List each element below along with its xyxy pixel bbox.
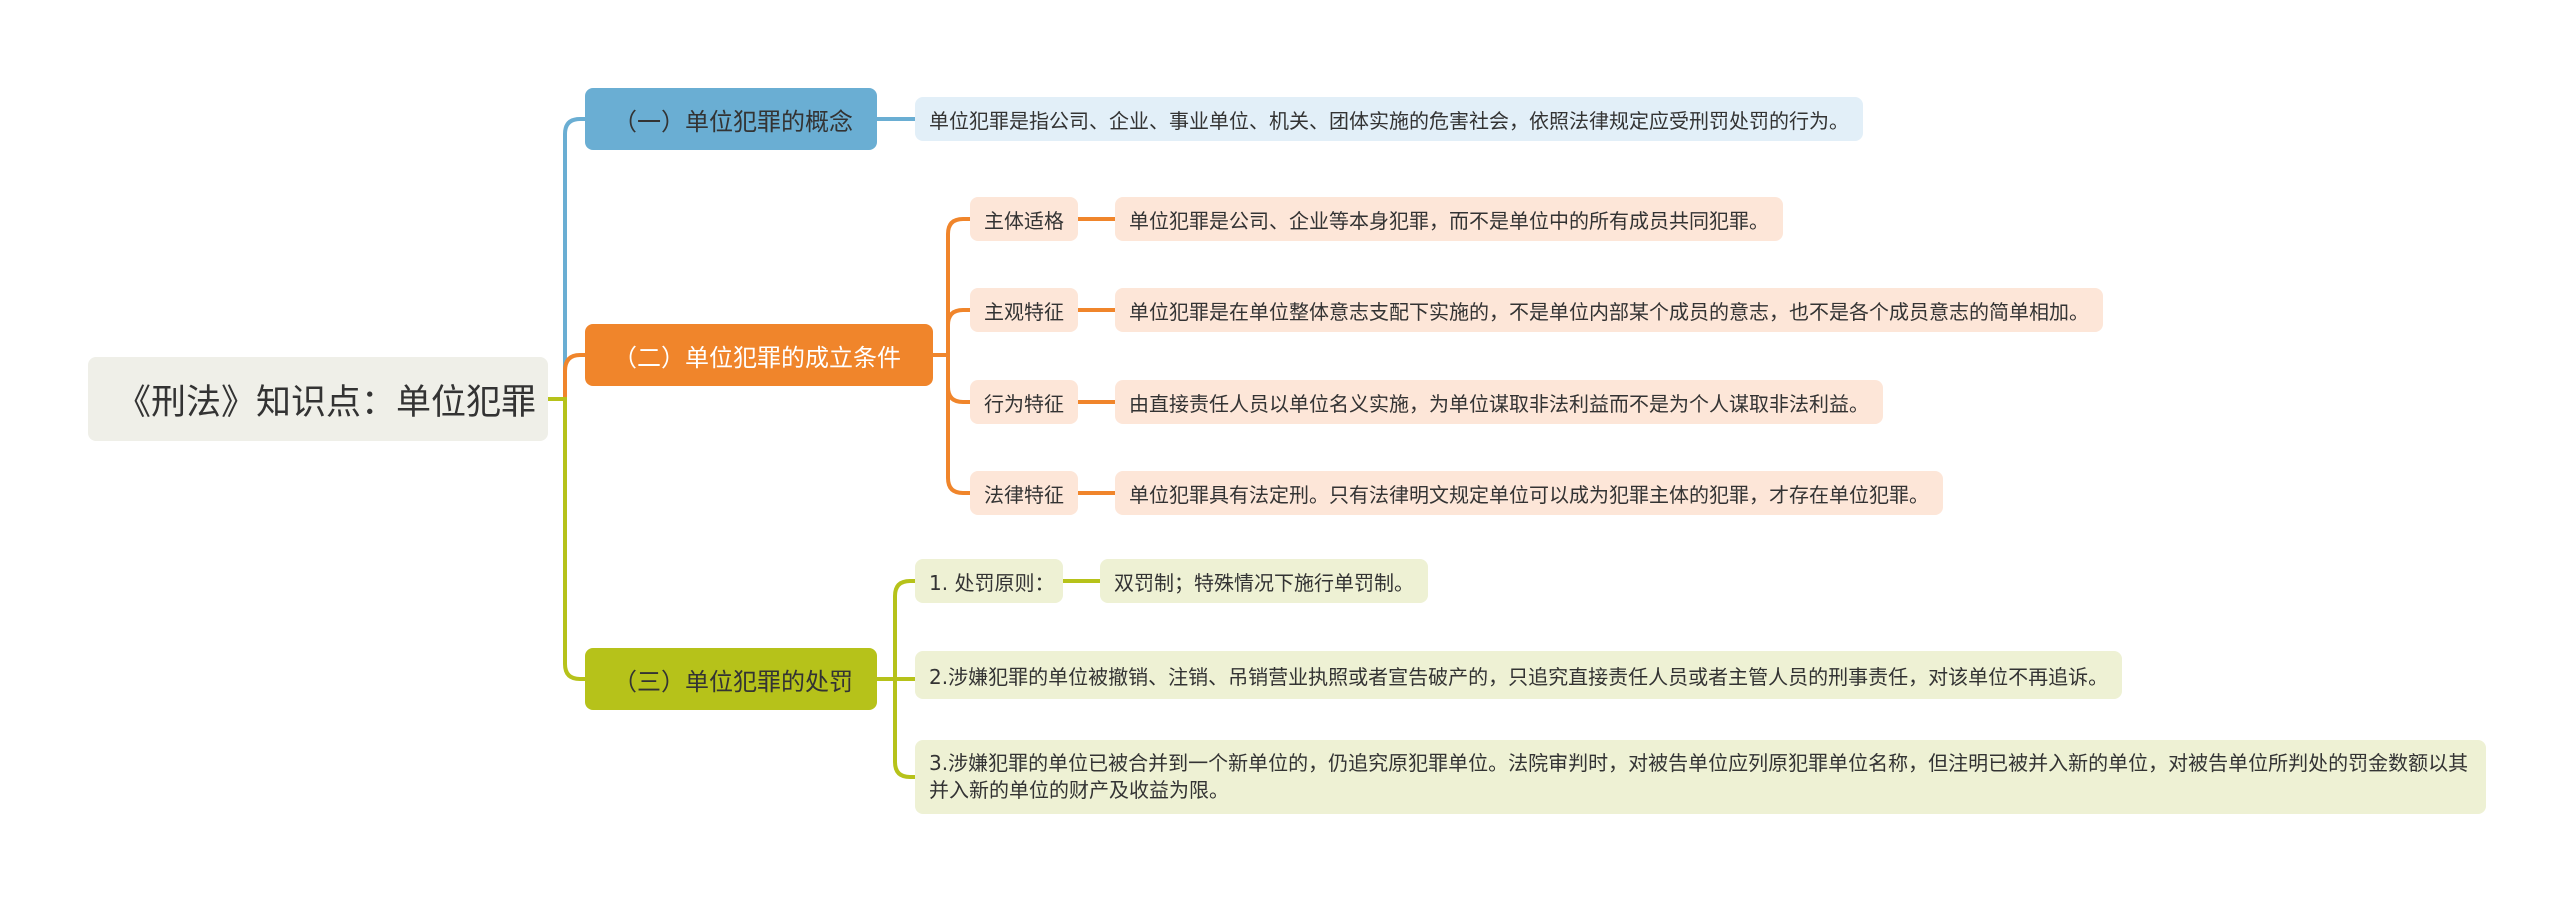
link-root-b1	[548, 117, 585, 401]
root-topic[interactable]: 《刑法》知识点：单位犯罪	[88, 357, 548, 441]
condition-legal-detail[interactable]: 单位犯罪具有法定刑。只有法律明文规定单位可以成为犯罪主体的犯罪，才存在单位犯罪。	[1115, 471, 1943, 515]
condition-behavior-detail[interactable]: 由直接责任人员以单位名义实施，为单位谋取非法利益而不是为个人谋取非法利益。	[1115, 380, 1883, 424]
punishment-item-2[interactable]: 2.涉嫌犯罪的单位被撤销、注销、吊销营业执照或者宣告破产的，只追究直接责任人员或…	[915, 651, 2123, 699]
condition-subjective[interactable]: 主观特征	[970, 288, 1078, 332]
condition-subjective-detail[interactable]: 单位犯罪是在单位整体意志支配下实施的，不是单位内部某个成员的意志，也不是各个成员…	[1115, 288, 2103, 332]
concept-detail[interactable]: 单位犯罪是指公司、企业、事业单位、机关、团体实施的危害社会，依照法律规定应受刑罚…	[915, 97, 1863, 141]
branch-concept[interactable]: （一）单位犯罪的概念	[585, 88, 877, 150]
branch-punishment[interactable]: （三）单位犯罪的处罚	[585, 648, 877, 710]
condition-subject[interactable]: 主体适格	[970, 197, 1078, 241]
punishment-principle[interactable]: 1. 处罚原则：	[915, 559, 1063, 603]
punishment-item-3[interactable]: 3.涉嫌犯罪的单位已被合并到一个新单位的，仍追究原犯罪单位。法院审判时，对被告单…	[915, 740, 2486, 814]
link-b2-sub3	[933, 353, 970, 404]
link-root-b2	[548, 353, 585, 401]
link-b2-sub4	[933, 353, 970, 495]
condition-legal[interactable]: 法律特征	[970, 471, 1078, 515]
link-b2-sub1	[933, 217, 970, 357]
branch-conditions[interactable]: （二）单位犯罪的成立条件	[585, 324, 933, 386]
link-root-b3	[548, 397, 585, 681]
link-b3-sub3	[877, 677, 915, 779]
condition-behavior[interactable]: 行为特征	[970, 380, 1078, 424]
link-b3-sub1	[877, 579, 915, 681]
punishment-principle-detail[interactable]: 双罚制；特殊情况下施行单罚制。	[1100, 559, 1428, 603]
condition-subject-detail[interactable]: 单位犯罪是公司、企业等本身犯罪，而不是单位中的所有成员共同犯罪。	[1115, 197, 1783, 241]
link-b2-sub2	[933, 308, 970, 357]
